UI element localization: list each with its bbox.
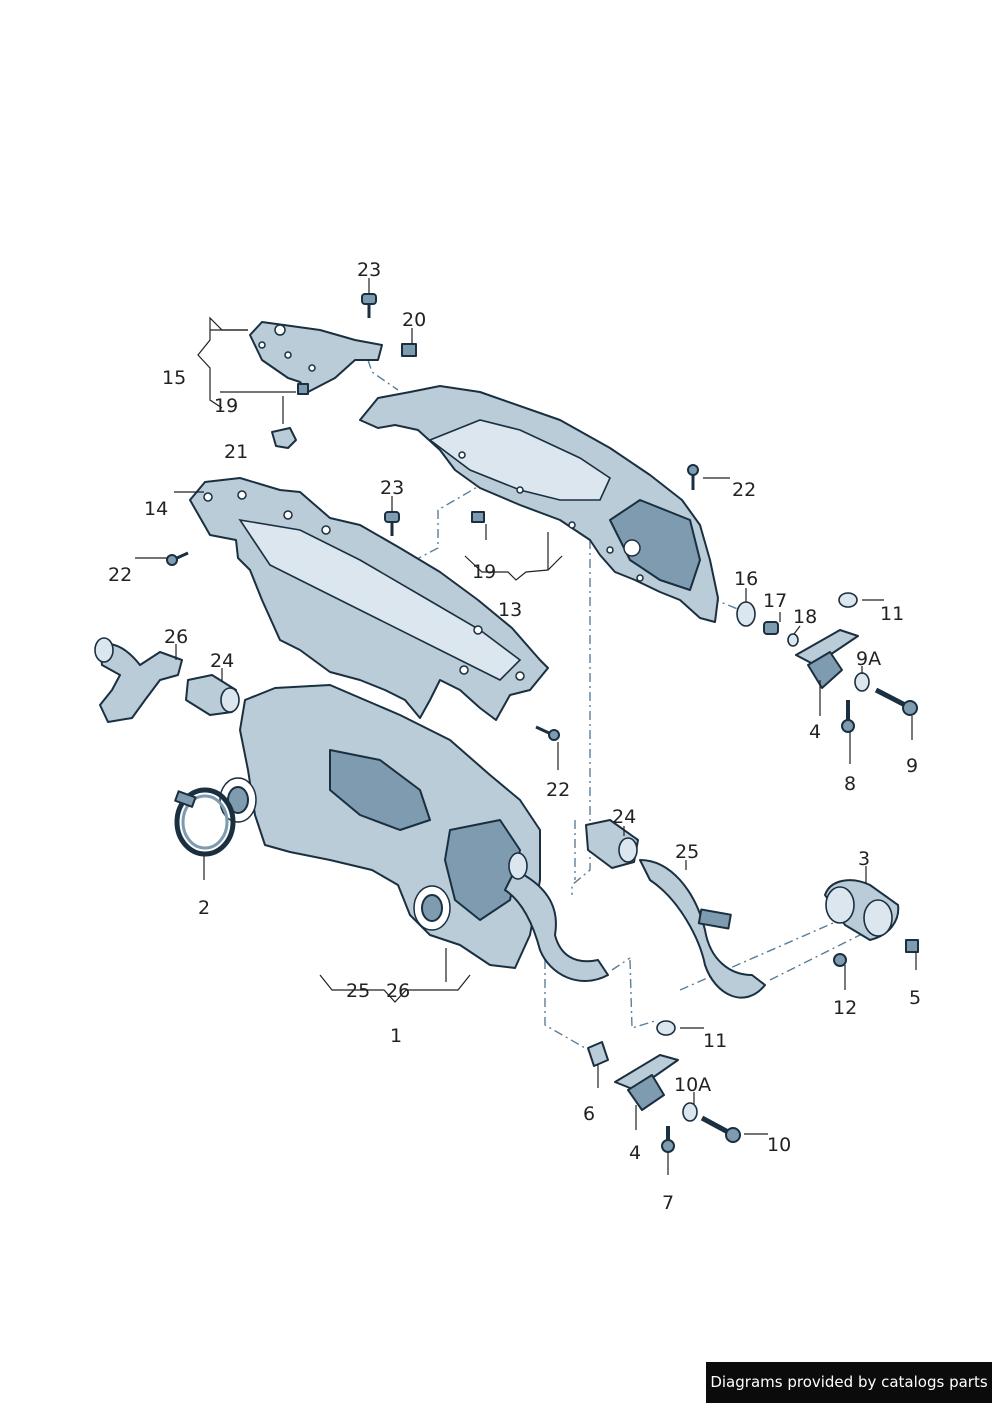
hanger-bracket-upper: [795, 629, 859, 689]
callout-23-middle: 23: [380, 477, 404, 499]
callout-23-top: 23: [357, 259, 381, 281]
callout-11-upper: 11: [880, 603, 904, 625]
callout-4-upper: 4: [809, 721, 821, 743]
callout-1: 1: [390, 1025, 402, 1047]
callout-24-lower: 24: [612, 806, 636, 828]
callout-22-bottom: 22: [546, 779, 570, 801]
callout-16: 16: [734, 568, 758, 590]
callout-19-upper: 19: [214, 395, 238, 417]
callout-25-right: 25: [675, 841, 699, 863]
heat-shield-lower: [189, 477, 549, 721]
rear-silencer: [219, 684, 541, 969]
callout-10: 10: [767, 1134, 791, 1156]
clamp-ring: [174, 787, 236, 857]
callout-9: 9: [906, 755, 918, 777]
heat-shield-upper: [359, 385, 719, 623]
leader-lines: [135, 278, 917, 1175]
callout-11-lower: 11: [703, 1030, 727, 1052]
fasteners: [166, 293, 919, 1153]
callout-10A: 10A: [674, 1074, 711, 1096]
callout-22-left: 22: [108, 564, 132, 586]
callout-26-upper: 26: [164, 626, 188, 648]
callout-15: 15: [162, 367, 186, 389]
callout-5: 5: [909, 987, 921, 1009]
clamp-sleeve-upper: [185, 674, 240, 716]
callout-21: 21: [224, 441, 248, 463]
tailpipe-trim: [824, 879, 900, 941]
callout-7: 7: [662, 1192, 674, 1214]
callout-17: 17: [763, 590, 787, 612]
callout-14: 14: [144, 498, 168, 520]
callout-3: 3: [858, 848, 870, 870]
callout-24-upper: 24: [210, 650, 234, 672]
callout-9A: 9A: [856, 648, 881, 670]
callout-labels: 23 20 15 19 21 22 14 23 22 19 13 16 17 1…: [108, 259, 921, 1214]
tail-pipe-right: [639, 859, 766, 999]
hanger-bracket-lower: [614, 1054, 679, 1111]
connecting-pipe-upper: [94, 637, 183, 723]
callout-4-lower: 4: [629, 1142, 641, 1164]
callout-19-lower: 19: [472, 561, 496, 583]
tail-pipe-left: [504, 852, 609, 982]
callout-18: 18: [793, 606, 817, 628]
callout-22-right: 22: [732, 479, 756, 501]
callout-26-bottom: 26: [386, 980, 410, 1002]
callout-20: 20: [402, 309, 426, 331]
footer-credit: Diagrams provided by catalogs parts: [706, 1362, 992, 1403]
callout-13: 13: [498, 599, 522, 621]
callout-6: 6: [583, 1103, 595, 1125]
clamp-sleeve-lower: [585, 819, 639, 869]
callout-25-bottom: 25: [346, 980, 370, 1002]
callout-12: 12: [833, 997, 857, 1019]
heat-shield-small: [249, 321, 383, 393]
callout-2: 2: [198, 897, 210, 919]
callout-8: 8: [844, 773, 856, 795]
